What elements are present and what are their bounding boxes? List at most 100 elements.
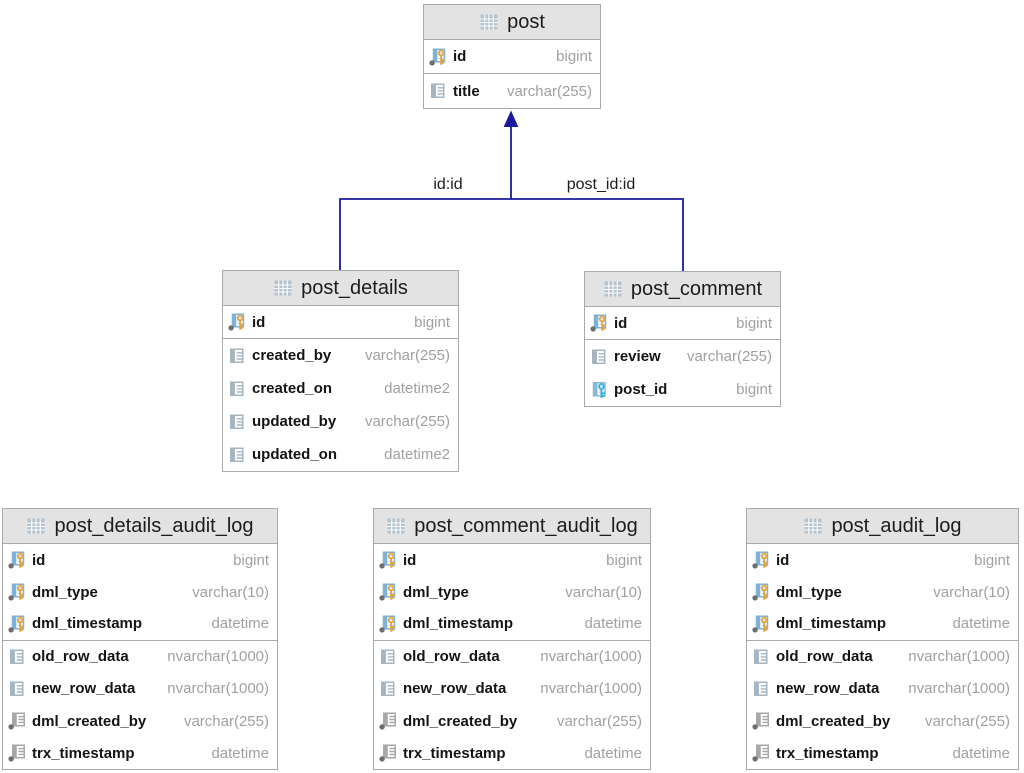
table-header[interactable]: post bbox=[424, 5, 600, 40]
table-title: post bbox=[507, 10, 545, 33]
table-title: post_comment_audit_log bbox=[414, 514, 638, 537]
column-row[interactable]: updated_by varchar(255) bbox=[223, 405, 458, 438]
column-name: id bbox=[453, 48, 467, 65]
relationship-label-post-comment[interactable]: post_id:id bbox=[566, 176, 636, 193]
column-type: bigint bbox=[606, 551, 642, 569]
column-type: varchar(255) bbox=[183, 712, 269, 730]
column-name: dml_timestamp bbox=[776, 615, 887, 633]
column-name: trx_timestamp bbox=[32, 744, 135, 762]
column-row[interactable]: id bigint bbox=[424, 40, 600, 74]
column-row[interactable]: new_row_data nvarchar(1000) bbox=[747, 673, 1018, 705]
primary-key-icon bbox=[429, 48, 447, 66]
column-row[interactable]: post_id bigint bbox=[585, 373, 780, 406]
column-type: bigint bbox=[736, 381, 772, 398]
table-header[interactable]: post_details_audit_log bbox=[3, 509, 277, 544]
column-row[interactable]: new_row_data nvarchar(1000) bbox=[3, 673, 277, 705]
table-title: post_details_audit_log bbox=[54, 514, 254, 537]
table-header[interactable]: post_comment bbox=[585, 272, 780, 307]
table-post[interactable]: post id bigint title varchar(255) bbox=[423, 4, 601, 109]
column-type: datetime bbox=[584, 744, 642, 762]
column-row[interactable]: old_row_data nvarchar(1000) bbox=[374, 641, 650, 673]
table-post-details[interactable]: post_details id bigint created_by varcha… bbox=[222, 270, 459, 472]
column-row[interactable]: trx_timestamp datetime bbox=[747, 737, 1018, 769]
column-row[interactable]: dml_created_by varchar(255) bbox=[374, 705, 650, 737]
column-icon bbox=[590, 348, 608, 366]
column-row[interactable]: id bigint bbox=[223, 306, 458, 339]
column-type: varchar(10) bbox=[192, 583, 269, 601]
column-type: bigint bbox=[556, 48, 592, 65]
primary-key-icon bbox=[752, 615, 770, 633]
column-name: dml_timestamp bbox=[32, 615, 143, 633]
relationship-label-post-details[interactable]: id:id bbox=[433, 176, 463, 193]
column-icon bbox=[429, 82, 447, 100]
column-row[interactable]: dml_type varchar(10) bbox=[3, 576, 277, 608]
column-row[interactable]: dml_timestamp datetime bbox=[374, 608, 650, 641]
table-title: post_details bbox=[301, 276, 408, 299]
column-type: varchar(255) bbox=[364, 347, 450, 364]
primary-key-icon bbox=[228, 313, 246, 331]
table-icon bbox=[603, 279, 623, 299]
column-name: updated_by bbox=[252, 413, 337, 430]
table-post-comment-audit-log[interactable]: post_comment_audit_log id bigint dml_typ… bbox=[373, 508, 651, 771]
arrowhead-icon bbox=[503, 110, 519, 127]
table-header[interactable]: post_details bbox=[223, 271, 458, 306]
column-row[interactable]: dml_created_by varchar(255) bbox=[747, 705, 1018, 737]
column-type: varchar(255) bbox=[924, 712, 1010, 730]
column-row[interactable]: new_row_data nvarchar(1000) bbox=[374, 673, 650, 705]
column-type: datetime2 bbox=[384, 380, 450, 397]
primary-key-icon bbox=[8, 583, 26, 601]
column-icon bbox=[8, 680, 26, 698]
column-row[interactable]: title varchar(255) bbox=[424, 74, 600, 108]
column-row[interactable]: created_on datetime2 bbox=[223, 372, 458, 405]
column-row[interactable]: dml_type varchar(10) bbox=[747, 576, 1018, 608]
primary-key-icon bbox=[379, 583, 397, 601]
column-icon bbox=[379, 648, 397, 666]
column-name: id bbox=[32, 551, 46, 569]
column-type: nvarchar(1000) bbox=[908, 648, 1010, 666]
column-row[interactable]: id bigint bbox=[747, 544, 1018, 576]
column-row[interactable]: created_by varchar(255) bbox=[223, 339, 458, 372]
column-row[interactable]: dml_created_by varchar(255) bbox=[3, 705, 277, 737]
column-type: varchar(255) bbox=[364, 413, 450, 430]
table-header[interactable]: post_comment_audit_log bbox=[374, 509, 650, 544]
table-title: post_comment bbox=[630, 277, 763, 300]
column-name: trx_timestamp bbox=[776, 744, 879, 762]
primary-key-icon bbox=[752, 583, 770, 601]
column-row[interactable]: dml_timestamp datetime bbox=[747, 608, 1018, 641]
column-type: datetime bbox=[211, 615, 269, 633]
primary-key-icon bbox=[590, 314, 608, 332]
column-row[interactable]: id bigint bbox=[374, 544, 650, 576]
column-row[interactable]: review varchar(255) bbox=[585, 340, 780, 373]
column-row[interactable]: trx_timestamp datetime bbox=[374, 737, 650, 769]
column-row[interactable]: id bigint bbox=[3, 544, 277, 576]
column-not-null-icon bbox=[379, 744, 397, 762]
column-name: dml_created_by bbox=[776, 712, 891, 730]
column-row[interactable]: trx_timestamp datetime bbox=[3, 737, 277, 769]
column-type: datetime bbox=[952, 615, 1010, 633]
column-icon bbox=[8, 648, 26, 666]
column-name: old_row_data bbox=[32, 648, 129, 666]
table-header[interactable]: post_audit_log bbox=[747, 509, 1018, 544]
column-type: datetime bbox=[584, 615, 642, 633]
column-icon bbox=[228, 446, 246, 464]
column-name: id bbox=[252, 313, 266, 331]
table-icon bbox=[479, 12, 499, 32]
table-post-audit-log[interactable]: post_audit_log id bigint dml_type varcha… bbox=[746, 508, 1019, 771]
column-type: nvarchar(1000) bbox=[540, 680, 642, 698]
column-type: bigint bbox=[414, 313, 450, 331]
column-row[interactable]: updated_on datetime2 bbox=[223, 438, 458, 471]
column-row[interactable]: id bigint bbox=[585, 307, 780, 340]
table-post-details-audit-log[interactable]: post_details_audit_log id bigint dml_typ… bbox=[2, 508, 278, 771]
column-row[interactable]: old_row_data nvarchar(1000) bbox=[3, 641, 277, 673]
column-icon bbox=[228, 347, 246, 365]
column-row[interactable]: dml_timestamp datetime bbox=[3, 608, 277, 641]
column-name: updated_on bbox=[252, 446, 337, 463]
column-row[interactable]: dml_type varchar(10) bbox=[374, 576, 650, 608]
table-post-comment[interactable]: post_comment id bigint review varchar(25… bbox=[584, 271, 781, 407]
column-name: new_row_data bbox=[776, 680, 880, 698]
column-not-null-icon bbox=[8, 712, 26, 730]
table-icon bbox=[803, 516, 823, 536]
table-title: post_audit_log bbox=[831, 514, 962, 537]
column-row[interactable]: old_row_data nvarchar(1000) bbox=[747, 641, 1018, 673]
